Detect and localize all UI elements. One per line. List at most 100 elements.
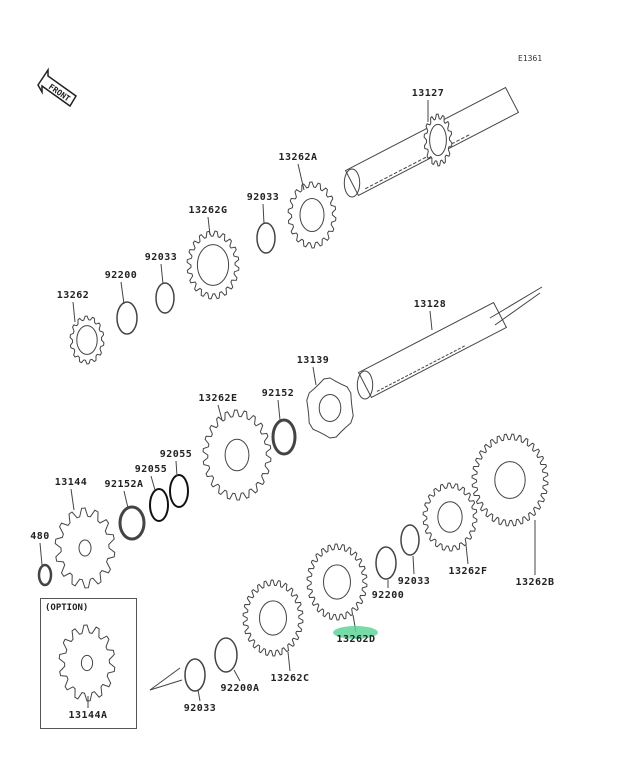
collar-92152A xyxy=(118,505,146,541)
part-label-92055[interactable]: 92055 xyxy=(134,464,168,475)
part-label-13127[interactable]: 13127 xyxy=(411,88,445,99)
guide-line xyxy=(494,292,541,326)
shaft-13127-spline xyxy=(374,181,379,185)
part-label-13139[interactable]: 13139 xyxy=(296,355,330,366)
circlip-92033 xyxy=(256,222,276,254)
leader-line xyxy=(175,460,178,477)
shaft-13128-spline xyxy=(457,347,461,350)
guide-line xyxy=(149,667,181,691)
gear-13262F-bore xyxy=(437,501,463,533)
leader-line xyxy=(72,301,76,323)
part-label-92033[interactable]: 92033 xyxy=(183,703,217,714)
shaft-13127-spline xyxy=(456,139,460,142)
shaft-13127-spline xyxy=(403,166,407,170)
part-label-13262G[interactable]: 13262G xyxy=(188,205,228,216)
o-ring-92055 xyxy=(169,474,189,508)
shaft-13127-spline xyxy=(408,164,412,167)
part-label-13262C[interactable]: 13262C xyxy=(270,673,310,684)
part-label-13262[interactable]: 13262 xyxy=(56,290,90,301)
leader-line xyxy=(217,404,223,421)
shaft-13128-spline xyxy=(409,372,413,376)
shaft-13128-spline xyxy=(461,345,465,348)
part-label-13262E[interactable]: 13262E xyxy=(198,393,238,404)
sprocket-13144-bore xyxy=(78,539,92,557)
part-label-13262B[interactable]: 13262B xyxy=(515,577,555,588)
part-label-92200[interactable]: 92200 xyxy=(104,270,138,281)
leader-line xyxy=(429,310,433,331)
gear-13262C-bore xyxy=(259,600,287,636)
shaft-13128-spline xyxy=(396,379,401,382)
part-label-92200[interactable]: 92200 xyxy=(371,590,405,601)
highlight-marker xyxy=(333,626,378,639)
shaft-13127-end xyxy=(343,168,361,198)
leader-line xyxy=(120,281,125,305)
circlip-92033 xyxy=(155,282,175,314)
part-label-13262D[interactable]: 13262D xyxy=(336,634,376,645)
part-label-92152[interactable]: 92152 xyxy=(261,388,295,399)
shaft-13127-spline xyxy=(388,174,393,177)
gear-13262-bore xyxy=(76,325,98,355)
o-ring-92055 xyxy=(149,488,169,522)
leader-line xyxy=(150,475,156,491)
shaft-13128-spline xyxy=(437,358,441,361)
shaft-13127-spline xyxy=(417,159,422,162)
leader-line xyxy=(287,651,291,672)
gear-13262E-bore xyxy=(224,438,250,472)
shaft-13128-spline xyxy=(405,374,409,378)
washer-92200 xyxy=(375,546,397,580)
part-label-92033[interactable]: 92033 xyxy=(397,576,431,587)
shaft-13128-spline xyxy=(445,353,449,357)
part-label-92033[interactable]: 92033 xyxy=(144,252,178,263)
part-label-13262A[interactable]: 13262A xyxy=(278,152,318,163)
front-arrow-icon xyxy=(37,67,77,108)
part-label-13128[interactable]: 13128 xyxy=(413,299,447,310)
part-label-13144[interactable]: 13144 xyxy=(54,477,88,488)
shaft-13128-spline xyxy=(433,360,437,363)
gear-13262A-bore xyxy=(299,198,325,232)
shaft-13128-end xyxy=(356,370,374,400)
shaft-13128-spline xyxy=(417,368,421,371)
shaft-13127-spline xyxy=(398,169,403,172)
option-label: (OPTION) xyxy=(45,603,89,613)
shaft-13127-spline xyxy=(369,184,374,187)
part-label-92152A[interactable]: 92152A xyxy=(104,479,144,490)
shaft-13128-spline xyxy=(384,385,388,388)
shaft-13128-spline xyxy=(425,364,429,367)
guide-line xyxy=(149,679,183,691)
shaft-13128-spline xyxy=(400,376,405,380)
shaft-13128-spline xyxy=(421,366,425,369)
diagram-reference-code: E1361 xyxy=(518,54,543,63)
shaft-13127-spline xyxy=(384,176,388,180)
shaft-13127-spline xyxy=(465,134,470,137)
sprocket-13144A-bore xyxy=(80,654,94,672)
leader-line xyxy=(412,555,415,575)
guide-line xyxy=(489,286,543,319)
shaft-13128-spline xyxy=(392,381,397,384)
part-label-92033[interactable]: 92033 xyxy=(246,192,280,203)
shaft-13128-spline xyxy=(441,355,445,359)
shaft-13128-spline xyxy=(429,362,433,365)
leader-line xyxy=(262,203,265,225)
part-label-13262F[interactable]: 13262F xyxy=(448,566,488,577)
shaft-13128-spline xyxy=(453,349,457,352)
part-label-92055[interactable]: 92055 xyxy=(159,449,193,460)
gear-13262D-bore xyxy=(323,564,351,600)
leader-line xyxy=(277,399,281,421)
part-label-480[interactable]: 480 xyxy=(30,531,50,542)
gear-13262G-bore xyxy=(196,244,230,286)
leader-line xyxy=(312,366,317,386)
shaft-13128 xyxy=(357,301,508,399)
bushing-92152 xyxy=(271,418,297,456)
leader-line xyxy=(197,689,201,702)
part-label-92200A[interactable]: 92200A xyxy=(220,683,260,694)
leader-line xyxy=(465,544,469,565)
leader-line xyxy=(160,263,164,285)
gear-13127-bore xyxy=(429,123,447,157)
leader-line xyxy=(70,488,75,511)
shaft-13128-spline xyxy=(413,370,417,373)
washer-92200 xyxy=(116,301,138,335)
part-label-13144A[interactable]: 13144A xyxy=(68,710,108,721)
shaft-13127-spline xyxy=(364,186,369,190)
leader-line xyxy=(123,490,129,509)
leader-line xyxy=(207,216,211,236)
